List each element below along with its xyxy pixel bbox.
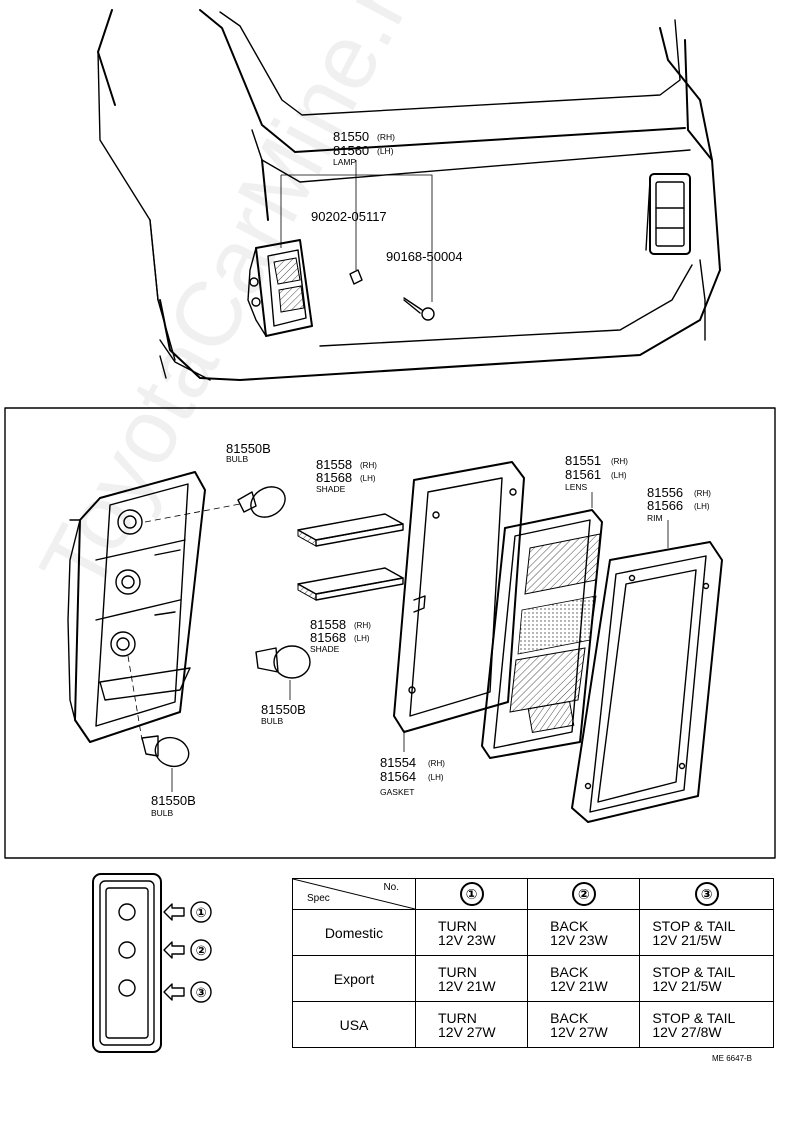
rim-rh-number: 81556: [647, 485, 683, 500]
rim-lh-side: (LH): [694, 502, 710, 511]
rear-lamp-assembly: [247, 239, 313, 337]
shade-lower-lh-number: 81568: [310, 630, 346, 645]
column-header-2: ②: [527, 878, 641, 910]
bulb-position-key: [92, 873, 212, 1053]
gasket-name: GASKET: [380, 787, 414, 797]
shade-lower: [297, 567, 404, 601]
bulb-top-name: BULB: [226, 454, 249, 464]
nut-part: [349, 269, 363, 285]
gasket-lh-side: (LH): [428, 773, 444, 782]
lens-rh-number: 81551: [565, 453, 601, 468]
exploded-view-frame: [4, 407, 776, 859]
lamp-lh-side: (LH): [377, 146, 394, 156]
bulb-bottom-number: 81550B: [151, 793, 196, 808]
install-line-bottom: [127, 655, 143, 741]
bulb-mid-name: BULB: [261, 716, 284, 726]
row-label-export: Export: [292, 955, 416, 1002]
lens-lh-side: (LH): [611, 471, 627, 480]
key-position-1: ①: [195, 905, 206, 920]
corner-spec-label: Spec: [307, 893, 330, 904]
table-corner-cell: Spec No.: [292, 878, 416, 910]
gasket: [393, 461, 525, 752]
nut-number: 90202-05117: [311, 209, 387, 224]
bulb-top-number: 81550B: [226, 441, 271, 456]
shade-lower-name: SHADE: [310, 644, 340, 654]
bulb-bottom: [141, 735, 190, 768]
rim-name: RIM: [647, 513, 663, 523]
shade-upper-rh-number: 81558: [316, 457, 352, 472]
shade-upper: [297, 513, 404, 547]
install-line-top: [144, 503, 241, 523]
bulb-top: [237, 486, 286, 518]
rim: [571, 520, 723, 823]
gasket-rh-side: (RH): [428, 759, 445, 768]
vehicle-rear-body: [97, 9, 721, 381]
lens-name: LENS: [565, 482, 588, 492]
gasket-rh-number: 81554: [380, 755, 416, 770]
shade-upper-lh-number: 81568: [316, 470, 352, 485]
screw-number: 90168-50004: [386, 249, 463, 264]
lamp-rh-number: 81550: [333, 129, 369, 144]
shade-upper-rh-side: (RH): [360, 461, 377, 470]
bulb-mid-number: 81550B: [261, 702, 306, 717]
lamp-rh-side: (RH): [377, 132, 395, 142]
shade-lower-rh-number: 81558: [310, 617, 346, 632]
table-header-row: Spec No. ① ② ③: [292, 878, 774, 910]
shade-lower-lh-side: (LH): [354, 634, 370, 643]
key-position-2: ②: [195, 943, 206, 958]
lens: [481, 492, 603, 759]
lens-lh-number: 81561: [565, 467, 601, 482]
bulb-middle: [255, 645, 311, 679]
shade-upper-lh-side: (LH): [360, 474, 376, 483]
lamp-lh-number: 81560: [333, 143, 369, 158]
lens-rh-side: (RH): [611, 457, 628, 466]
shade-upper-name: SHADE: [316, 484, 346, 494]
lamp-name: LAMP: [333, 157, 356, 167]
column-header-3: ③: [639, 878, 774, 910]
gasket-lh-number: 81564: [380, 769, 416, 784]
corner-diagonal: [293, 879, 415, 909]
shade-lower-rh-side: (RH): [354, 621, 371, 630]
screw-part: [403, 297, 435, 321]
key-position-3: ③: [195, 985, 206, 1000]
row-label-domestic: Domestic: [292, 909, 416, 956]
rim-rh-side: (RH): [694, 489, 711, 498]
corner-no-label: No.: [383, 882, 399, 893]
column-header-1: ①: [414, 878, 529, 910]
bulb-bottom-name: BULB: [151, 808, 174, 818]
row-label-usa: USA: [292, 1001, 416, 1048]
figure-code: ME 6647-B: [712, 1054, 752, 1063]
lamp-housing: [67, 471, 206, 743]
leader-lines-top: [280, 160, 433, 302]
rim-lh-number: 81566: [647, 498, 683, 513]
